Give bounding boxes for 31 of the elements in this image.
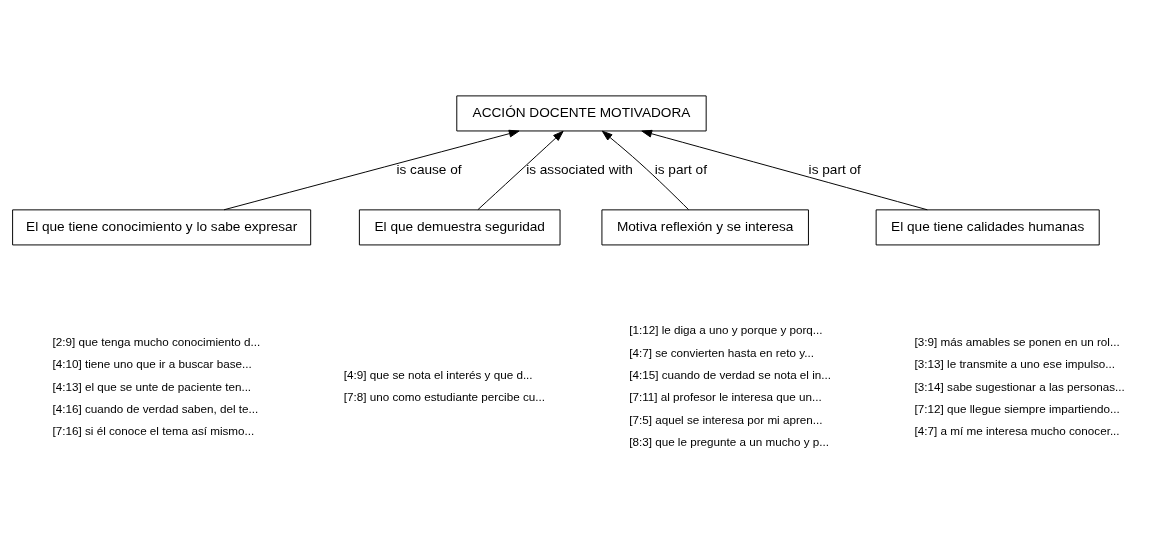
node-label: [7:12] que llegue siempre impartiendo... bbox=[914, 402, 1120, 416]
arrow bbox=[477, 130, 564, 211]
node-label: [4:16] cuando de verdad saben, del te... bbox=[52, 402, 259, 416]
node-label: [7:5] aquel se interesa por mi apren... bbox=[629, 412, 823, 426]
node-label: [7:8] uno como estudiante percibe cu... bbox=[343, 390, 545, 404]
node-label: [1:12] le diga a uno y porque y porq... bbox=[629, 323, 823, 337]
node-box: El que tiene conocimiento y lo sabe expresar bbox=[12, 209, 312, 246]
node-label: [4:7] a mí me interesa mucho conocer... bbox=[914, 424, 1120, 438]
node-label: [7:11] al profesor le interesa que un... bbox=[629, 390, 822, 404]
node-label: [4:10] tiene uno que ir a buscar base... bbox=[52, 357, 252, 371]
node-label: [2:9] que tenga mucho conocimiento d... bbox=[52, 334, 261, 348]
node-label: [4:15] cuando de verdad se nota el in... bbox=[629, 367, 832, 381]
edge-label: is associated with bbox=[526, 162, 633, 178]
node-label: [3:13] le transmite a uno ese impulso... bbox=[914, 357, 1116, 371]
edge-label: is cause of bbox=[396, 162, 462, 178]
arrow bbox=[223, 129, 520, 211]
node-box: El que tiene calidades humanas bbox=[875, 209, 1100, 246]
node-label: [3:9] más amables se ponen en un rol... bbox=[914, 334, 1120, 348]
edge-label: is part of bbox=[808, 162, 861, 178]
node-label: [4:9] que se nota el interés y que d... bbox=[343, 367, 533, 381]
node-box: ACCIÓN DOCENTE MOTIVADORA bbox=[456, 95, 707, 132]
node-label: [7:16] si él conoce el tema así mismo... bbox=[52, 424, 255, 438]
node-label: [4:7] se convierten hasta en reto y... bbox=[629, 345, 814, 359]
node-label: [4:13] el que se unte de paciente ten... bbox=[52, 379, 252, 393]
arrow bbox=[641, 129, 928, 211]
arrow bbox=[601, 130, 690, 211]
node-box: El que demuestra seguridad bbox=[358, 209, 561, 246]
node-label: [8:3] que le pregunte a un mucho y p... bbox=[629, 435, 830, 449]
node-label: [3:14] sabe sugestionar a las personas... bbox=[914, 379, 1125, 393]
edge-label: is part of bbox=[654, 162, 707, 178]
node-box: Motiva reflexión y se interesa bbox=[601, 209, 809, 246]
